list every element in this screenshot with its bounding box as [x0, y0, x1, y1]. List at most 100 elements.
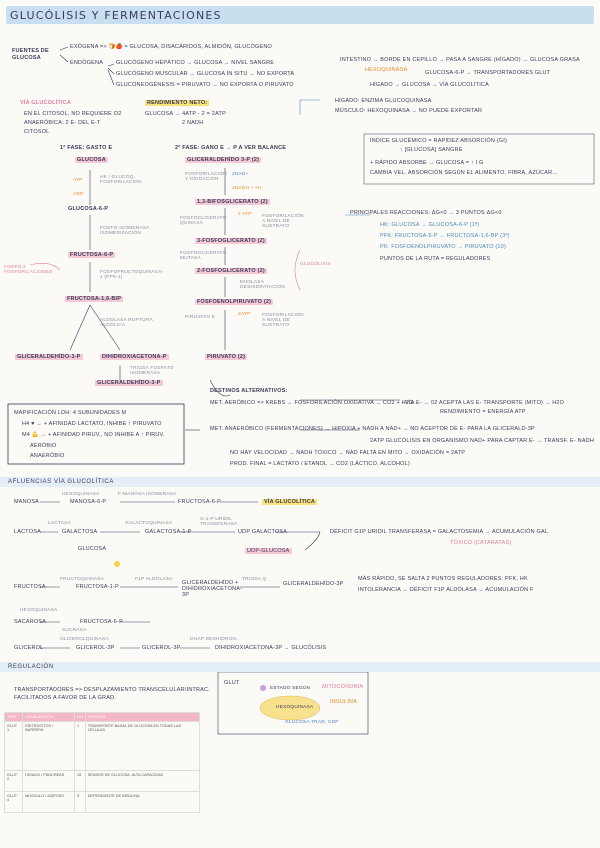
afl-glicerol3p2: GLICEROL-3P: [142, 645, 181, 651]
afluencias-title: AFLUENCIAS VÍA GLUCOLÍTICA: [8, 479, 114, 485]
rendimiento-formula: GLUCOSA → 4ATP - 2 = 2ATP: [145, 111, 226, 117]
intestino-line2: GLUCOSA-6-P → TRANSPORTADORES GLUT: [425, 70, 551, 76]
afl-sucrasa: SUCRASA: [62, 628, 87, 633]
afluencias-bar: [0, 477, 600, 487]
afl-manosa: MANOSA: [14, 499, 40, 505]
regulacion-glut: GLUT: [224, 680, 240, 686]
table-cell: HÍGADO / PÁNCREAS: [22, 770, 75, 792]
indice-line3: + RÁPIDO ABSORBE → GLUCOSA = ↑ I G: [370, 160, 484, 166]
afl-hexo: HEXOQUINASA: [62, 492, 100, 497]
intestino-line3: HÍGADO → GLUCOSA → VÍA GLUCOLÍTICA: [370, 82, 489, 88]
afl-aldolasab: F1P ALDOLASA: [135, 577, 173, 582]
table-cell: SENSOR DE GLUCOSA, ALTA CAPACIDAD: [84, 770, 201, 792]
afl-udpglu: UDP-GLUCOSA: [245, 548, 292, 554]
via-item-3: CITOSOL: [24, 129, 50, 135]
fase2-mutasa: FOSFOGLICERATO MUTASA: [180, 251, 227, 261]
fase2-enolasa: ENOLASA DESHIDRATACIÓN: [240, 280, 285, 290]
destinos-aerobico: MET. AERÓBICO => KREBS → FOSFORILACIÓN O…: [210, 400, 414, 406]
destinos-cadena: VÍA E- → 02 ACEPTA LAS E- TRANSPORTE (MI…: [405, 400, 565, 406]
afl-glicerolq: GLICEROLQUINASA: [60, 637, 109, 642]
table-cell: DEPENDIENTE DE INSULINA: [84, 791, 201, 813]
afl-gliceraldehido3p: GLICERALDEHÍDO-3P: [283, 581, 344, 587]
fase2-pk: PIRUVATO K: [185, 315, 216, 320]
fase2-title: 2ª FASE: GANO E → P A VER BALANCE: [175, 145, 287, 151]
destinos-anaerobico2: 2ATP GLUCÓLISIS EN ORGANISMO NAD+ PARA C…: [370, 438, 595, 444]
table-cell: GLUT 1: [3, 721, 24, 771]
table-cell: 5: [73, 791, 86, 813]
regulacion-hexo: HEXOQUINASA: [276, 705, 314, 710]
afl-glucosa: GLUCOSA: [78, 546, 107, 552]
table-header: LOCALIZACIÓN: [22, 712, 75, 722]
fuentes-gluconeo: GLUCONEOGÉNESIS = PIRUVATO → NO EXPORTA …: [116, 82, 294, 88]
afl-fructoq: FRUCTOQUINASA: [60, 577, 105, 582]
table-cell: MÚSCULO / ADIPOSO: [22, 791, 75, 813]
regulacion-insulina: INSULINA: [330, 699, 357, 705]
table-header: KM: [73, 712, 86, 722]
fase2-pgk: FOSFOGLICERATO QUINASA: [180, 216, 227, 226]
reacciones-pk: PK: FOSFOENOLPIRUVATO → PIRUVATO (10): [380, 244, 506, 250]
fase1-atp: ATP: [73, 178, 83, 183]
afl-galactosa: GALACTOSA: [62, 529, 98, 535]
fase1-title: 1ª FASE: GASTO E: [60, 145, 113, 151]
afl-dhapd: DHAP DESHIDROG.: [190, 637, 238, 642]
destinos-vel: NO HAY VELOCIDAD → NADH TÓXICO → NAD FAL…: [230, 450, 466, 456]
fuentes-hepatico: GLUCÓGENO HEPÁTICO → GLUCOSA → NIVEL SAN…: [116, 60, 275, 66]
fase1-f6p: FRUCTOSA-6-P: [68, 252, 116, 258]
fase1-dhap: DIHIDROXIACETONA-P: [100, 354, 169, 360]
reacciones-puntos: PUNTOS DE LA RUTA = REGULADORES: [380, 256, 491, 262]
afl-fosfo: F-MANOSA ISOMERASA: [118, 492, 177, 497]
afl-fructosa1p: FRUCTOSA-1-P: [76, 584, 119, 590]
indice-line4: CAMBIA VEL. ABSORCIÓN SEGÚN EL ALIMENTO,…: [370, 170, 558, 176]
ldh-line4: AERÓBIO: [30, 443, 57, 449]
afl-udp: UDP GALACTOSA: [238, 529, 288, 535]
table-cell: TRANSPORTE BASAL DE GLUCOSA EN TODAS LAS…: [84, 721, 201, 771]
fase2-pep: FOSFOENOLPIRUVATO (2): [195, 299, 274, 305]
ldh-line5: ANAERÓBIO: [30, 453, 65, 459]
fase2-nadh: 2NADH + H+: [232, 186, 262, 191]
fase1-aldolasa: ALDOLASA RUPTURA ALDÓLICA: [100, 318, 153, 328]
fase2-atp3: 2ATP: [238, 312, 251, 317]
afl-sacarosa: SACAROSA: [14, 619, 47, 625]
table-cell: GLUT 2: [3, 770, 24, 792]
reacciones-pfk: PFK: FRUCTOSA-6-P → FRUCTOSA-1,6-BP (3ª): [380, 233, 510, 239]
regulacion-mitocondria: MITOCONDRIA: [322, 684, 364, 690]
via-item-2: ANAERÓBICA: 2 E- DEL E-T: [24, 120, 101, 126]
afl-galac1p: GALACTOSA-1-P: [145, 529, 192, 535]
intestino-hexoquinasa: HEXOQUINASA: [365, 67, 408, 73]
indice-line2: ↑ [GLUCOSA] SANGRE: [400, 147, 463, 153]
rendimiento-title: RENDIMIENTO NETO:: [145, 100, 210, 106]
afl-uridil: G-1-P URIDIL TRANSFERASA: [200, 517, 238, 527]
ldh-line1: MAPIFICACIÓN LDH: 4 SUBUNIDADES M: [14, 410, 127, 416]
regulacion-title: REGULACIÓN: [8, 664, 54, 670]
fuentes-exogena: EXÓGENA => 🍞🍎 = GLUCOSA, DISACÁRIDOS, AL…: [70, 44, 273, 50]
afl-lactosa: LACTOSA: [14, 529, 41, 535]
table-cell: 1: [73, 721, 86, 771]
table-cell: ERITROCITOS / BARRERA: [22, 721, 75, 771]
page-title: GLUCÓLISIS Y FERMENTACIONES: [10, 9, 222, 22]
afl-tox: TÓXICO (CATARATAS): [450, 540, 512, 546]
afl-lactasa: LACTASA: [48, 521, 71, 526]
afl-manosa6p: MANOSA-6-P: [70, 499, 107, 505]
afl-via: VÍA GLUCOLÍTICA: [262, 499, 318, 505]
fase2-nad: 2NAD+: [232, 172, 249, 177]
afl-hexoquinasa: HEXOQUINASA: [20, 608, 58, 613]
fase1-g6p: GLUCOSA-6-P: [68, 206, 109, 212]
side-rosa: GLUCÓLISIS: [300, 262, 331, 267]
afl-intolerancia: INTOLERANCIA → DÉFICIT F1P ALDOLASA → AC…: [358, 587, 534, 593]
ldh-line3: M4 💪 → + AFINIDAD PIRUV., NO INHIBE A ↑ …: [22, 432, 165, 438]
table-row: GLUT 2 HÍGADO / PÁNCREAS 15 SENSOR DE GL…: [3, 770, 201, 792]
destinos-anaerobico: MET. ANAERÓBICO (FERMENTACIONES) → HIPOX…: [210, 426, 535, 432]
fase1-pfk: FOSFOFRUCTOQUINASA-1 (PFK-1): [100, 270, 164, 280]
reacciones-line1: PRINCIPALES REACCIONES: ΔG<0 → 3 PUNTOS …: [350, 210, 502, 216]
table-row: GLUT 4 MÚSCULO / ADIPOSO 5 DEPENDIENTE D…: [3, 791, 201, 813]
ldh-line2: H4 ♥ → + AFINIDAD LACTATO, INHIBE ↑ PIRU…: [22, 421, 162, 427]
intestino-musculo: MÚSCULO: HEXOQUINASA → NO PUEDE EXPORTAR: [335, 108, 483, 114]
regulacion-bar: [0, 662, 600, 672]
reacciones-hk: HK: GLUCOSA → GLUCOSA-6-P (1ª): [380, 222, 480, 228]
afl-fructosa6p2: FRUCTOSA-6-P: [80, 619, 123, 625]
via-title: VÍA GLUCOLÍTICA: [20, 100, 72, 106]
afl-fructosa: FRUCTOSA: [14, 584, 46, 590]
side-fosfo: FOSFO 2 FOSFORILACIONES: [4, 265, 53, 275]
fuentes-muscular: GLUCÓGENO MUSCULAR → GLUCOSA IN SITU → N…: [116, 71, 295, 77]
afl-dhap: DIHIDROXIACETONA-3P → GLUCÓLISIS: [215, 645, 327, 651]
